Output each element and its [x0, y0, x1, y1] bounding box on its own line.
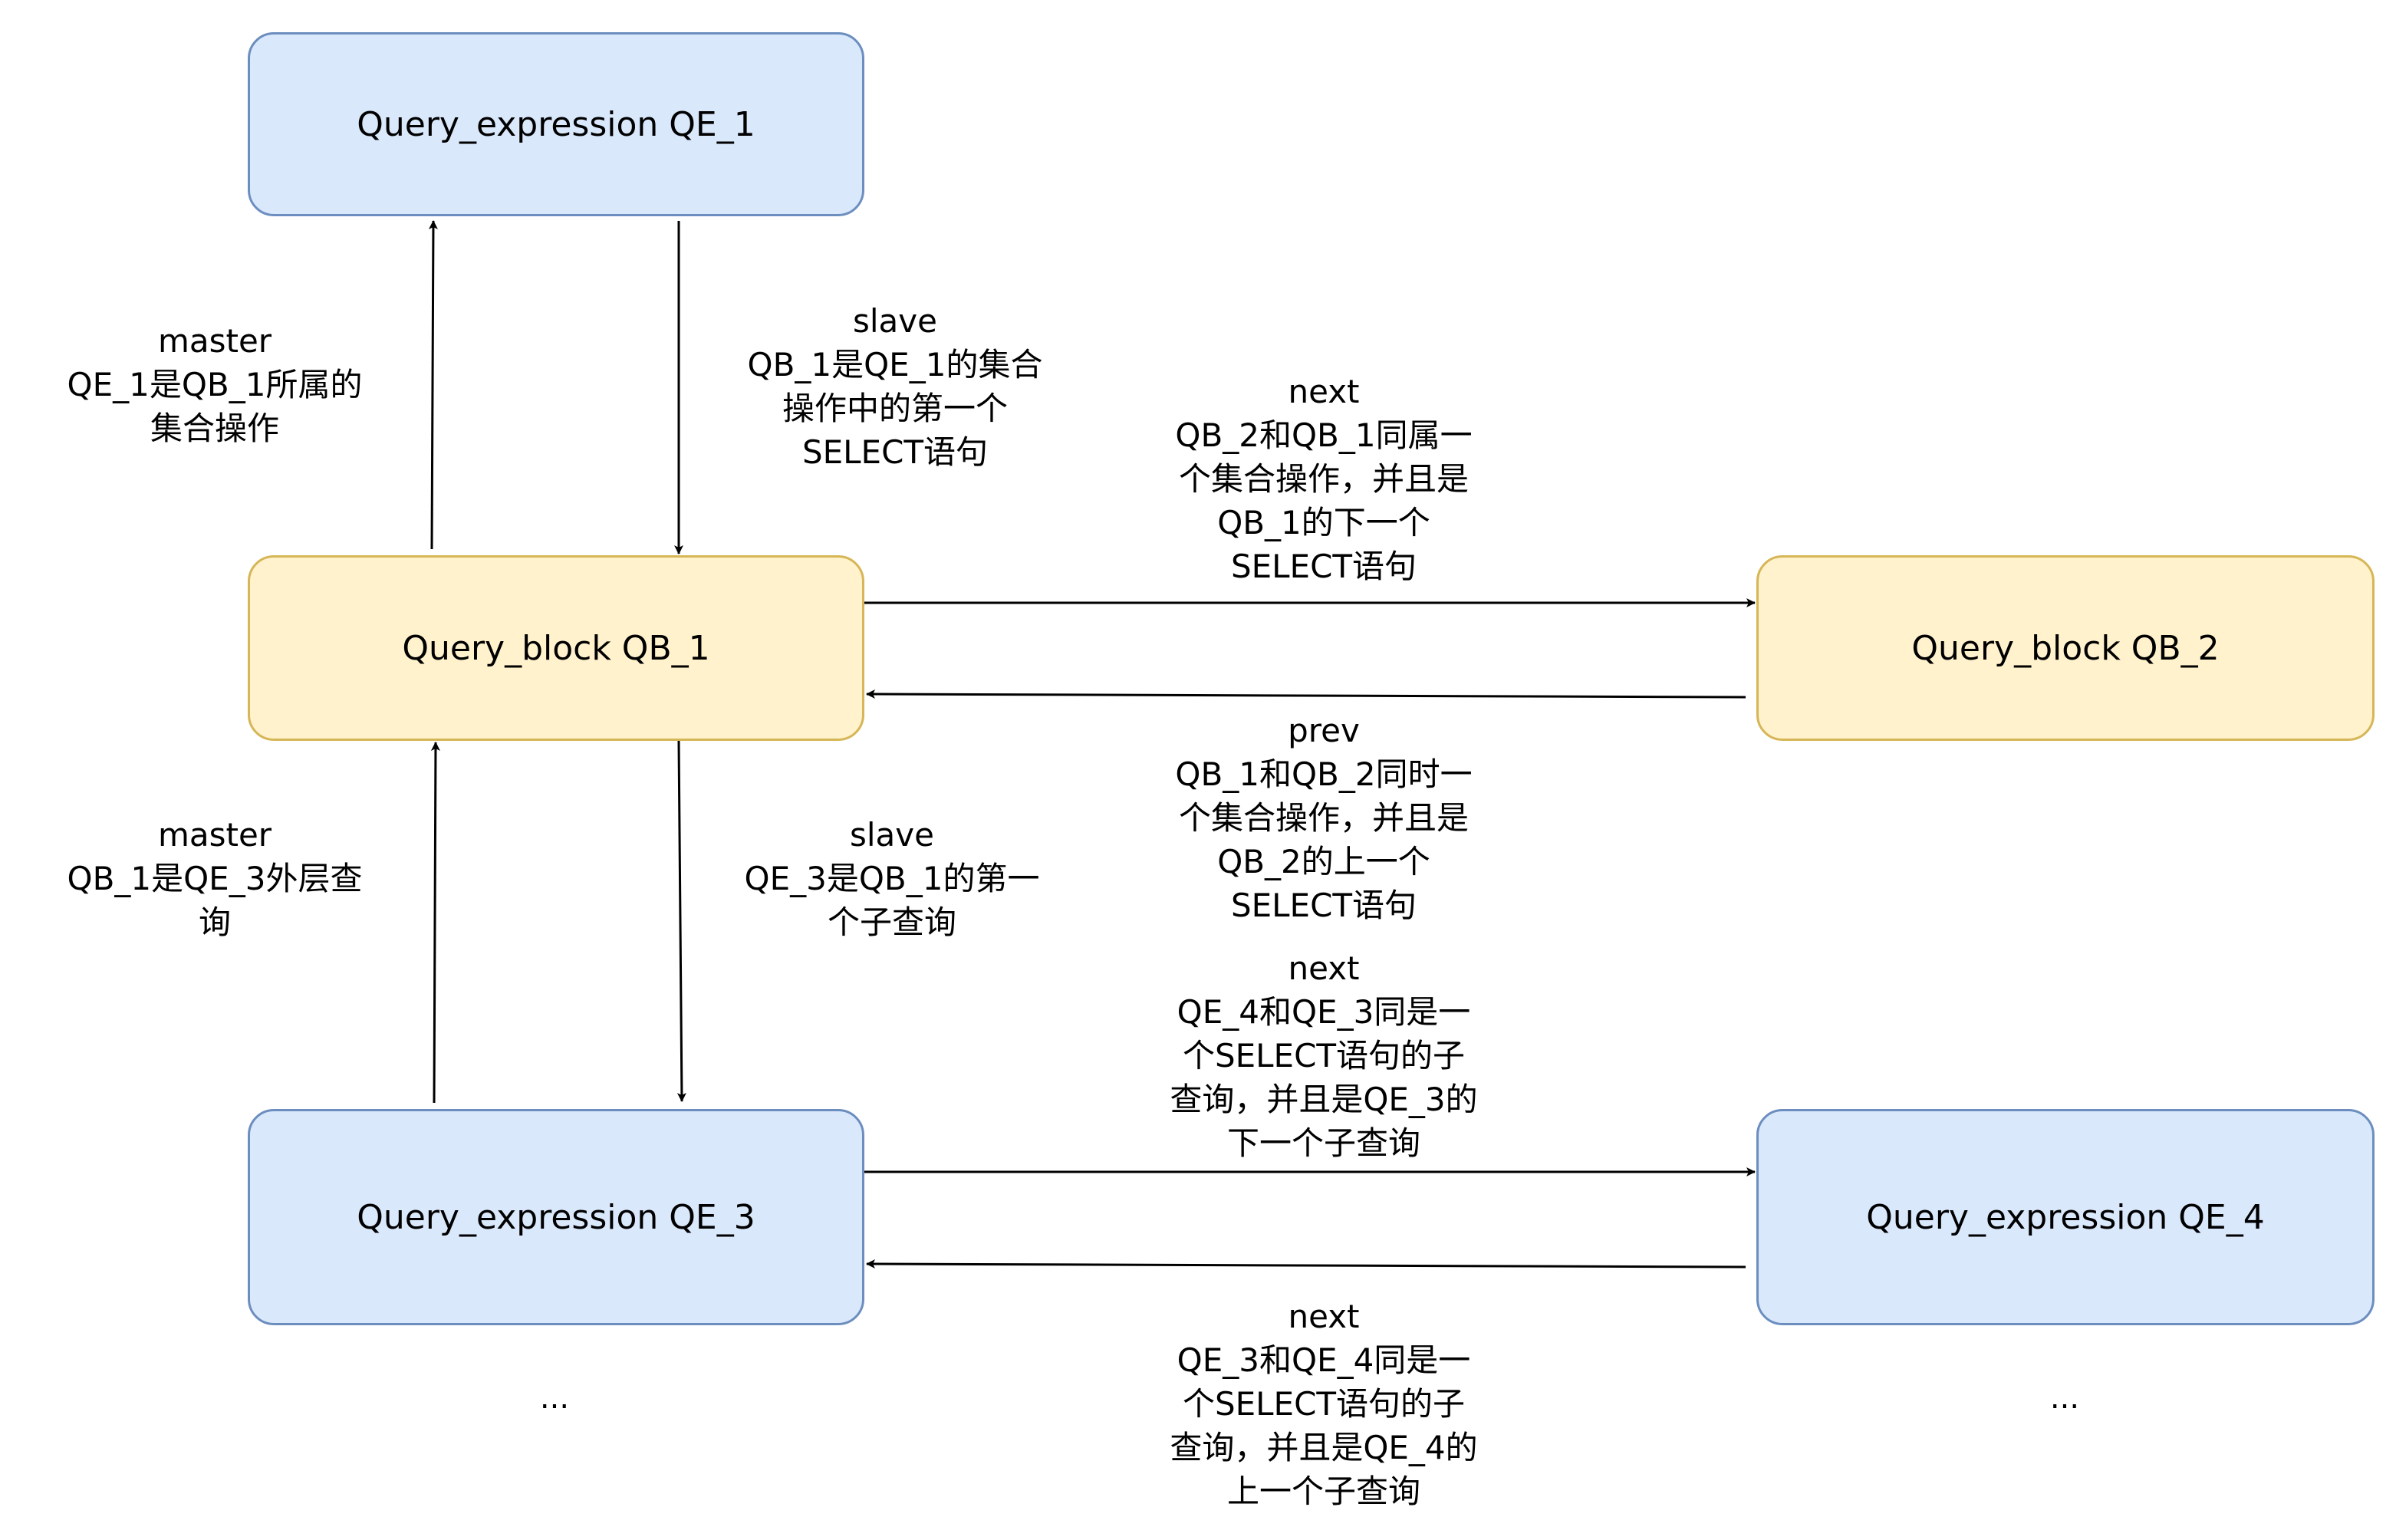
edge-label-line: 个集合操作，并且是 — [1178, 460, 1469, 498]
edge-label-line: QB_1是QE_1的集合 — [747, 346, 1043, 383]
node-query-expression-qe3[interactable]: Query_expression QE_3 — [248, 1109, 864, 1325]
edge-label-qe3-to-qe4: next QE_4和QE_3同是一 个SELECT语句的子 查询，并且是QE_3… — [1140, 946, 1508, 1165]
edge-label-line: QB_1是QE_3外层查 — [67, 860, 363, 897]
edge-label-qe3-to-qb1: master QB_1是QE_3外层查 询 — [31, 813, 399, 944]
edge-label-qe4-to-qe3: next QE_3和QE_4同是一 个SELECT语句的子 查询，并且是QE_4… — [1140, 1295, 1508, 1513]
edge-label-line: SELECT语句 — [801, 433, 989, 471]
node-label: Query_expression QE_4 — [1866, 1197, 2265, 1237]
node-query-block-qb2[interactable]: Query_block QB_2 — [1756, 555, 2375, 741]
edge-label-line: master — [157, 816, 272, 854]
edge-label-line: master — [157, 322, 272, 360]
node-query-block-qb1[interactable]: Query_block QB_1 — [248, 555, 864, 741]
edge-label-line: QB_1的下一个 — [1217, 504, 1430, 541]
edge-qe4-to-qe3 — [866, 1259, 1746, 1269]
edge-label-line: 集合操作 — [150, 410, 279, 447]
edge-qb1-to-qe1 — [428, 220, 438, 550]
edge-label-line: SELECT语句 — [1230, 548, 1417, 585]
edge-label-line: QE_3是QB_1的第一 — [744, 860, 1040, 897]
edge-label-line: 查询，并且是QE_4的 — [1170, 1429, 1478, 1466]
edge-label-qb1-to-qe3: slave QE_3是QB_1的第一 个子查询 — [708, 813, 1076, 944]
edge-label-qe1-to-qb1: slave QB_1是QE_1的集合 操作中的第一个 SELECT语句 — [711, 299, 1079, 474]
edge-label-line: next — [1288, 949, 1360, 987]
edge-label-line: slave — [850, 816, 934, 854]
ellipsis-left: ... — [539, 1380, 570, 1416]
edge-label-line: next — [1288, 1298, 1360, 1335]
edge-label-line: next — [1288, 373, 1360, 410]
edge-label-line: QE_3和QE_4同是一 — [1177, 1341, 1471, 1379]
ellipsis-right: ... — [2049, 1380, 2080, 1416]
edge-label-line: 查询，并且是QE_3的 — [1170, 1081, 1478, 1118]
edge-label-qb1-to-qe1: master QE_1是QB_1所属的 集合操作 — [31, 319, 399, 450]
edge-label-line: SELECT语句 — [1230, 887, 1417, 924]
edge-label-line: 个SELECT语句的子 — [1182, 1037, 1466, 1074]
edge-label-line: 个SELECT语句的子 — [1182, 1385, 1466, 1423]
edge-label-line: QE_4和QE_3同是一 — [1177, 993, 1471, 1031]
edge-qb1-to-qe3 — [676, 740, 686, 1102]
edge-label-qb1-to-qb2: next QB_2和QB_1同属一 个集合操作，并且是 QB_1的下一个 SEL… — [1140, 370, 1508, 588]
edge-label-line: 个子查询 — [827, 903, 956, 941]
edge-label-line: 上一个子查询 — [1226, 1473, 1420, 1510]
node-label: Query_expression QE_1 — [357, 104, 755, 144]
edge-label-line: QB_2和QB_1同属一 — [1175, 416, 1473, 454]
node-label: Query_expression QE_3 — [357, 1197, 755, 1237]
node-label: Query_block QB_1 — [402, 628, 710, 668]
edge-label-line: prev — [1288, 712, 1360, 749]
edge-label-qb2-to-qb1: prev QB_1和QB_2同时一 个集合操作，并且是 QB_2的上一个 SEL… — [1140, 709, 1508, 927]
edge-label-line: slave — [853, 302, 937, 340]
edge-label-line: QB_1和QB_2同时一 — [1175, 755, 1473, 793]
edge-label-line: 询 — [198, 903, 231, 941]
edge-label-line: 下一个子查询 — [1226, 1124, 1420, 1162]
edge-label-line: 操作中的第一个 — [782, 390, 1008, 427]
edge-label-line: QE_1是QB_1所属的 — [67, 366, 363, 403]
edge-label-line: 个集合操作，并且是 — [1178, 799, 1469, 837]
node-query-expression-qe1[interactable]: Query_expression QE_1 — [248, 32, 864, 216]
edge-label-line: QB_2的上一个 — [1217, 843, 1430, 880]
edge-qb2-to-qb1 — [866, 689, 1746, 699]
node-query-expression-qe4[interactable]: Query_expression QE_4 — [1756, 1109, 2375, 1325]
edge-qe3-to-qb1 — [430, 742, 440, 1104]
node-label: Query_block QB_2 — [1911, 628, 2220, 668]
